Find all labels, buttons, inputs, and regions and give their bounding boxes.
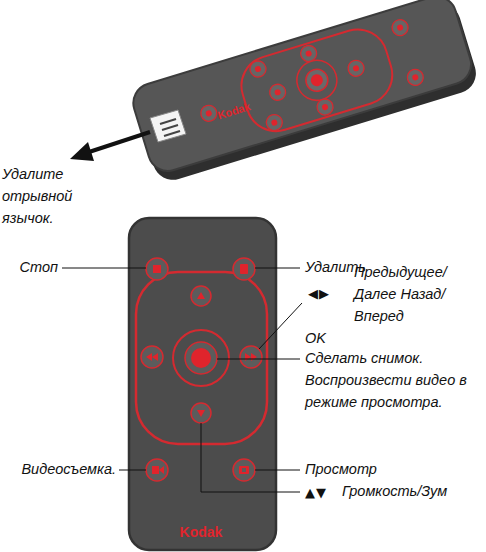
pull-tab <box>70 110 186 161</box>
brand-logo: Kodak <box>216 100 252 121</box>
button-label: OK <box>305 328 345 350</box>
button-label: Громкость/Зум <box>342 481 482 503</box>
leader-lines <box>62 268 302 492</box>
button-label: Просмотр <box>305 459 425 481</box>
large-remote <box>129 218 276 550</box>
button-label: Сделать снимок. Воспроизвести видео в ре… <box>305 348 483 413</box>
brand-logo: Kodak <box>180 524 223 540</box>
button-label: Предыдущее/ Далее Назад/Вперед <box>354 262 476 327</box>
button-label: Видеосъемка. <box>0 459 116 481</box>
arrow-symbol: ▲▼ <box>305 483 339 503</box>
instruction-note: Удалите отрывной язычок. <box>2 164 82 229</box>
small-remote <box>128 0 480 185</box>
button-label: Стоп <box>0 257 58 279</box>
arrow-symbol: ◀▶ <box>308 284 348 304</box>
